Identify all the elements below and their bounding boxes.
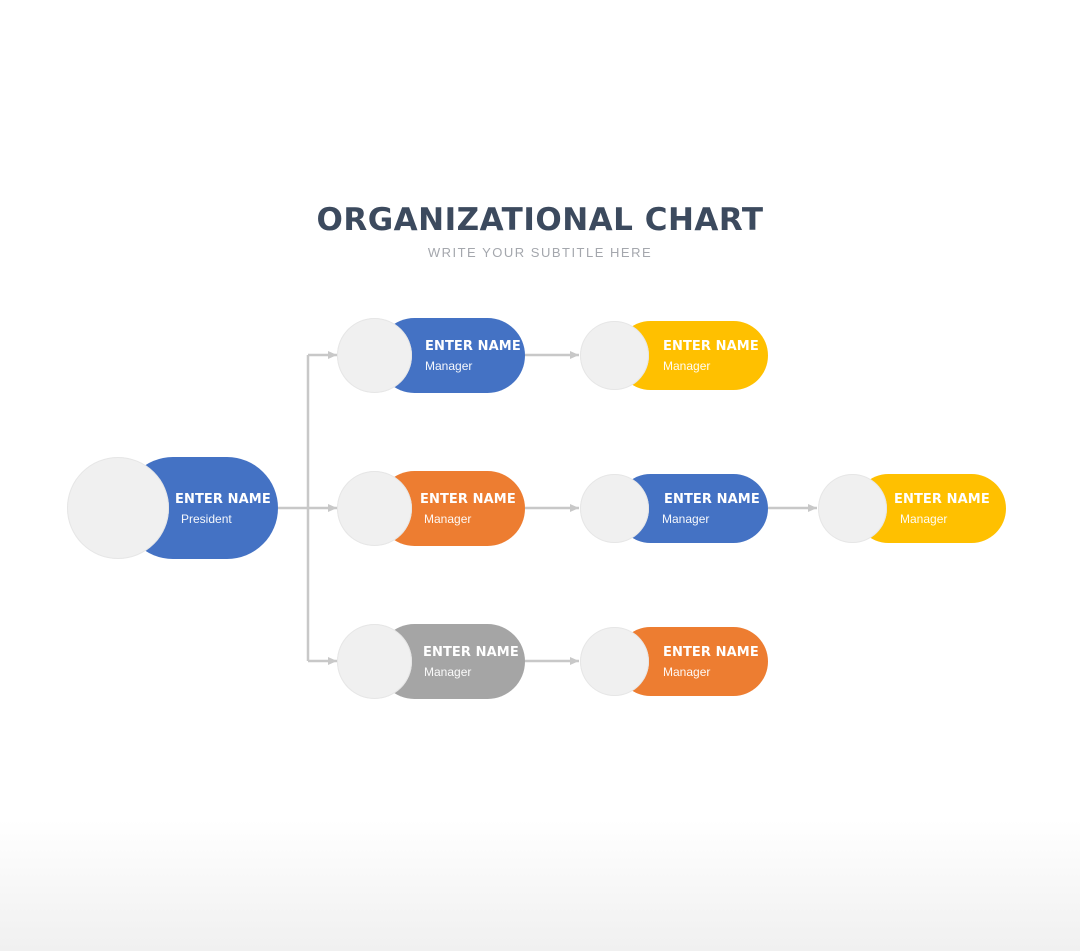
- node-role: Manager: [900, 512, 948, 526]
- node-name: ENTER NAME: [664, 492, 760, 507]
- avatar-placeholder: [67, 457, 169, 559]
- node-role: President: [181, 512, 232, 526]
- avatar-placeholder: [580, 474, 649, 543]
- node-role: Manager: [663, 665, 711, 679]
- node-role: Manager: [424, 665, 472, 679]
- node-manager-top-sub[interactable]: ENTER NAME Manager: [580, 321, 768, 390]
- avatar-placeholder: [580, 627, 649, 696]
- node-president[interactable]: ENTER NAME President: [67, 457, 278, 559]
- node-name: ENTER NAME: [420, 492, 516, 507]
- node-name: ENTER NAME: [423, 645, 519, 660]
- node-manager-mid-sub[interactable]: ENTER NAME Manager: [580, 474, 768, 543]
- avatar-placeholder: [337, 318, 412, 393]
- node-role: Manager: [662, 512, 710, 526]
- avatar-placeholder: [818, 474, 887, 543]
- avatar-placeholder: [337, 624, 412, 699]
- chart-subtitle: WRITE YOUR SUBTITLE HERE: [427, 245, 653, 260]
- node-manager-bottom[interactable]: ENTER NAME Manager: [337, 624, 525, 699]
- node-role: Manager: [424, 512, 472, 526]
- node-name: ENTER NAME: [663, 645, 759, 660]
- node-manager-top[interactable]: ENTER NAME Manager: [337, 318, 525, 393]
- avatar-placeholder: [337, 471, 412, 546]
- node-manager-mid-sub2[interactable]: ENTER NAME Manager: [818, 474, 1006, 543]
- node-name: ENTER NAME: [425, 339, 521, 354]
- node-name: ENTER NAME: [663, 339, 759, 354]
- node-manager-bottom-sub[interactable]: ENTER NAME Manager: [580, 627, 768, 696]
- node-role: Manager: [663, 359, 711, 373]
- node-role: Manager: [425, 359, 473, 373]
- node-manager-mid[interactable]: ENTER NAME Manager: [337, 471, 525, 546]
- node-name: ENTER NAME: [894, 492, 990, 507]
- avatar-placeholder: [580, 321, 649, 390]
- chart-title: ORGANIZATIONAL CHART: [316, 202, 764, 238]
- node-name: ENTER NAME: [175, 492, 271, 507]
